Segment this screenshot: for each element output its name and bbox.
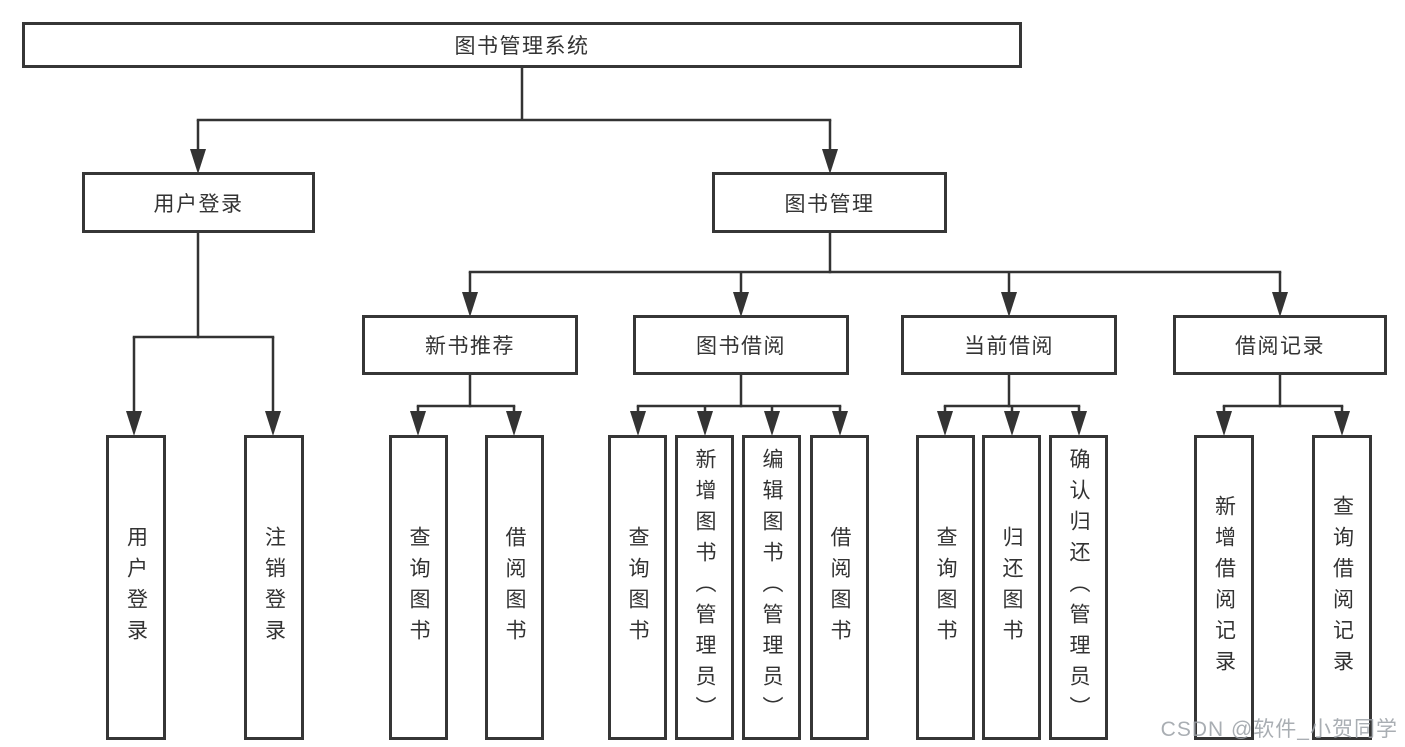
leaf-box-logout: 注销登录: [244, 435, 304, 740]
level2-label: 图书管理: [784, 192, 875, 216]
level3-label: 新书推荐: [425, 335, 515, 358]
level3-label: 借阅记录: [1235, 335, 1325, 358]
leaf-box-add-borrow-record: 新增借阅记录: [1194, 435, 1254, 740]
level2-box-user-login: 用户登录: [82, 172, 315, 233]
leaf-label: 归还图书: [1000, 525, 1024, 650]
level3-box-book-borrow: 图书借阅: [633, 315, 849, 375]
leaf-label: 查询借阅记录: [1330, 494, 1354, 681]
leaf-box-query-books-current: 查询图书: [916, 435, 975, 740]
level3-label: 当前借阅: [964, 335, 1054, 358]
leaf-label: 查询图书: [626, 525, 650, 650]
leaf-box-query-books-recommend: 查询图书: [389, 435, 448, 740]
level2-label: 用户登录: [153, 192, 244, 216]
root-label: 图书管理系统: [454, 35, 590, 58]
leaf-label: 新增图书（管理员）: [693, 448, 717, 727]
leaf-box-confirm-return-admin: 确认归还（管理员）: [1049, 435, 1108, 740]
root-box-system: 图书管理系统: [22, 22, 1022, 68]
leaf-label: 借阅图书: [828, 525, 852, 650]
leaf-label: 查询图书: [934, 525, 958, 650]
leaf-box-user-login: 用户登录: [106, 435, 166, 740]
csdn-watermark: CSDN @软件_小贺同学: [1160, 718, 1398, 741]
leaf-box-return-books: 归还图书: [982, 435, 1041, 740]
leaf-label: 注销登录: [262, 525, 286, 650]
leaf-box-borrow-books-recommend: 借阅图书: [485, 435, 544, 740]
leaf-label: 借阅图书: [503, 525, 527, 650]
leaf-label: 用户登录: [124, 525, 148, 650]
level2-box-book-management: 图书管理: [712, 172, 947, 233]
leaf-label: 确认归还（管理员）: [1067, 448, 1091, 727]
level3-label: 图书借阅: [696, 335, 786, 358]
leaf-label: 查询图书: [407, 525, 431, 650]
level3-box-current-borrow: 当前借阅: [901, 315, 1117, 375]
leaf-label: 编辑图书（管理员）: [760, 448, 784, 727]
level3-box-borrow-records: 借阅记录: [1173, 315, 1387, 375]
level3-box-new-book-recommend: 新书推荐: [362, 315, 578, 375]
leaf-box-query-borrow-record: 查询借阅记录: [1312, 435, 1372, 740]
leaf-box-edit-books-admin: 编辑图书（管理员）: [742, 435, 801, 740]
leaf-box-borrow-books: 借阅图书: [810, 435, 869, 740]
leaf-label: 新增借阅记录: [1212, 494, 1236, 681]
leaf-box-add-books-admin: 新增图书（管理员）: [675, 435, 734, 740]
leaf-box-query-books-borrow: 查询图书: [608, 435, 667, 740]
